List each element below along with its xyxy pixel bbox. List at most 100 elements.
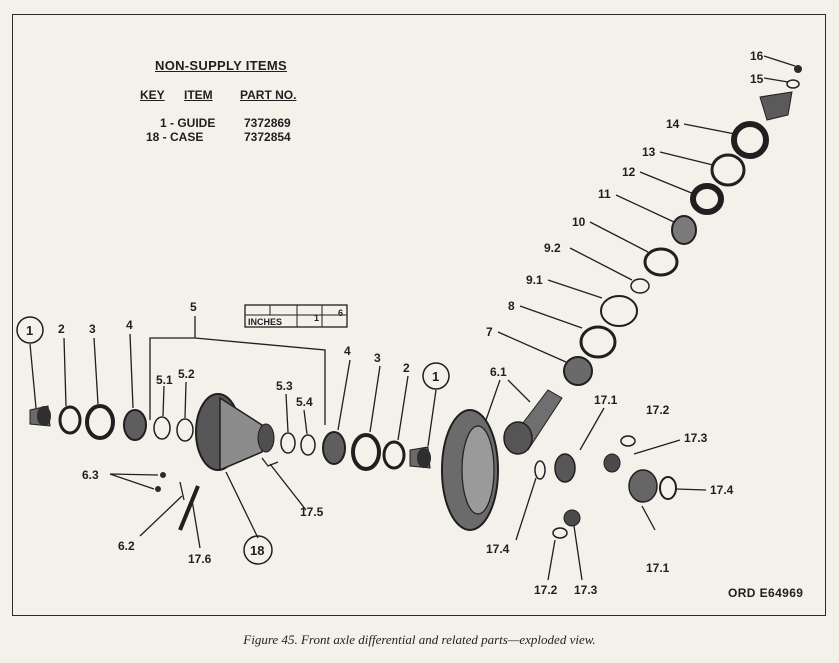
non-supply-row-2-part: 7372854	[244, 130, 291, 144]
callout-17-1-lower: 17.1	[646, 561, 670, 575]
part-5-4-shim	[300, 434, 316, 456]
ord-number: ORD E64969	[728, 586, 804, 600]
part-15-washer	[786, 79, 800, 89]
part-6-3-bolt-b	[155, 486, 161, 492]
callout-8: 8	[508, 299, 515, 313]
callout-11: 11	[598, 187, 611, 201]
callout-17-3-upper: 17.3	[684, 431, 708, 445]
callout-3-left: 3	[89, 322, 96, 336]
callout-17-2-upper: 17.2	[646, 403, 670, 417]
differential-gears	[534, 435, 677, 539]
part-4-cone-right	[322, 431, 346, 465]
right-side-parts	[280, 431, 431, 471]
callout-5-3: 5.3	[276, 379, 293, 393]
callout-17-4-left: 17.4	[486, 542, 510, 556]
item-column-header: ITEM	[184, 88, 213, 102]
part-3-cup-right	[351, 433, 381, 471]
case-body	[219, 396, 263, 472]
part-7-bearing-cone	[563, 356, 593, 386]
callout-17-1-upper: 17.1	[594, 393, 618, 407]
callout-5-1: 5.1	[156, 373, 173, 387]
part-3-cup-left	[85, 404, 115, 440]
callout-17-5: 17.5	[300, 505, 324, 519]
pinion-gear	[503, 421, 533, 455]
left-side-parts	[29, 404, 194, 442]
callout-2-left: 2	[58, 322, 65, 336]
callout-6-3: 6.3	[82, 468, 99, 482]
part-12-bearing	[690, 183, 724, 215]
part-17-2-washer-upper	[620, 435, 636, 447]
part-4-cone-left	[123, 409, 147, 441]
callout-6-2: 6.2	[118, 539, 135, 553]
part-18-case	[195, 393, 275, 472]
part-17-5-lockpin	[261, 457, 279, 467]
callout-17-4-right: 17.4	[710, 483, 734, 497]
figure-caption: Figure 45. Front axle differential and r…	[243, 632, 596, 647]
non-supply-row-1-part: 7372869	[244, 116, 291, 130]
callout-17-2-lower: 17.2	[534, 583, 558, 597]
part-14-seal	[731, 121, 769, 159]
callout-9-1: 9.1	[526, 273, 543, 287]
part-17-3-pinion-lower	[563, 509, 581, 527]
scale-tick-6: 6	[338, 308, 343, 318]
part-2-ring-right	[382, 440, 406, 470]
callout-5-4: 5.4	[296, 395, 313, 409]
part-1-guide-right-bore	[417, 448, 431, 468]
callout-3-right: 3	[374, 351, 381, 365]
case-hub	[257, 423, 275, 453]
callout-13: 13	[642, 145, 656, 159]
part-17-4-thrust-washer-left	[534, 460, 546, 480]
callout-5-2: 5.2	[178, 367, 195, 381]
scale-tick-1: 1	[314, 313, 319, 323]
callout-9-2: 9.2	[544, 241, 561, 255]
lower-left-small-parts	[155, 457, 279, 531]
non-supply-title: NON-SUPPLY ITEMS	[155, 58, 287, 73]
callout-17-3-lower: 17.3	[574, 583, 598, 597]
part-no-column-header: PART NO.	[240, 88, 297, 102]
callout-4-right: 4	[344, 344, 351, 358]
callout-1-right-circle	[422, 362, 450, 390]
part-9-1-spacer	[600, 295, 638, 327]
part-11-bearing-cone	[671, 215, 697, 245]
callout-4-left: 4	[126, 318, 133, 332]
figure-frame	[12, 14, 826, 616]
callout-7: 7	[486, 325, 493, 339]
callout-10: 10	[572, 215, 586, 229]
part-8-cup	[579, 325, 617, 359]
part-17-6-pin	[178, 485, 200, 531]
part-5-2-shim	[176, 418, 194, 442]
callout-16: 16	[750, 49, 764, 63]
callout-1-left-circle	[16, 316, 44, 344]
yoke-flange	[759, 91, 793, 121]
scale-label: INCHES	[248, 317, 282, 327]
callout-18: 18	[250, 543, 264, 558]
callout-14: 14	[666, 117, 680, 131]
inch-scale: INCHES 1 6	[244, 304, 348, 328]
part-17-1-side-gear-right	[628, 469, 658, 503]
part-1-guide-left-bore	[37, 406, 51, 426]
callout-5: 5	[190, 300, 197, 314]
part-17-2-washer-lower	[552, 527, 568, 539]
callout-6-1: 6.1	[490, 365, 507, 379]
leader-lines	[29, 55, 796, 581]
callout-1-left: 1	[26, 323, 33, 338]
callout-17-6: 17.6	[188, 552, 212, 566]
callout-12: 12	[622, 165, 636, 179]
part-9-2-shim	[630, 278, 650, 294]
part-13-ring	[710, 153, 746, 187]
non-supply-row-2-item: 18 - CASE	[146, 130, 204, 144]
non-supply-row-1-item: 1 - GUIDE	[160, 116, 216, 130]
part-2-ring-left	[58, 405, 82, 435]
ring-gear-hub	[461, 425, 495, 515]
callout-1-right: 1	[432, 369, 439, 384]
part-5-3-shim	[280, 432, 296, 454]
part-17-3-pinion-upper	[603, 453, 621, 473]
part-16-nut	[794, 65, 802, 73]
part-17-4-thrust-washer-right	[659, 476, 677, 500]
part-17-1-side-gear-left	[554, 453, 576, 483]
callout-15: 15	[750, 72, 764, 86]
part-10-cup	[643, 247, 679, 277]
callout-2-right: 2	[403, 361, 410, 375]
